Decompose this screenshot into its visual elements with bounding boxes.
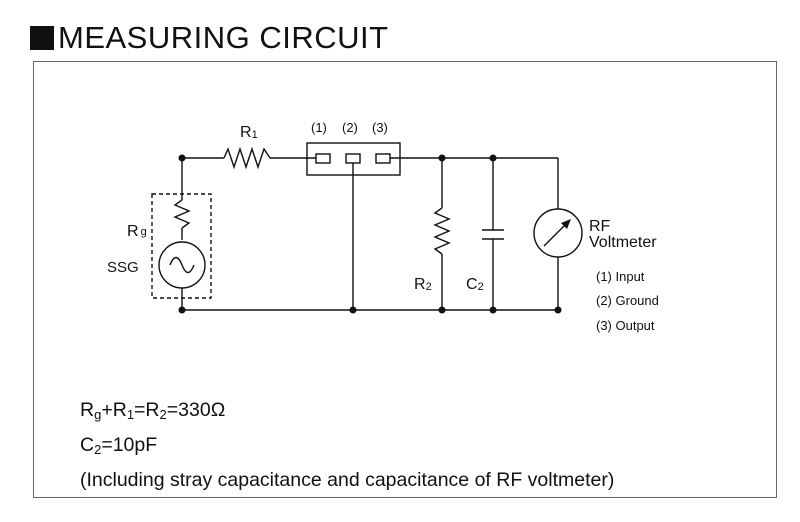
c2-label: C2 — [466, 276, 484, 293]
pin-3 — [375, 153, 391, 164]
junction-dot — [438, 306, 446, 314]
sine-icon — [169, 256, 195, 274]
junction-dot — [489, 154, 497, 162]
pin-3-label: (3) — [372, 120, 388, 135]
pin-1-label: (1) — [311, 120, 327, 135]
pin-1 — [315, 153, 331, 164]
r2-label: R2 — [414, 276, 432, 293]
condition-resistance: Rg+R1=R2=330Ω — [80, 399, 226, 422]
junction-dot — [178, 306, 186, 314]
junction-dot — [349, 306, 357, 314]
ssg-label: SSG — [107, 259, 139, 276]
meter-arrow-icon — [561, 219, 571, 229]
section-heading: MEASURING CIRCUIT — [30, 18, 389, 58]
condition-capacitance: C2=10pF — [80, 434, 158, 457]
legend-input: (1) Input — [596, 269, 645, 284]
pin-2 — [345, 153, 361, 164]
junction-dot — [438, 154, 446, 162]
r1-label: R1 — [240, 124, 258, 141]
heading-square-icon — [30, 26, 54, 50]
diagram-frame — [33, 61, 777, 498]
junction-dot — [554, 306, 562, 314]
junction-dot — [178, 154, 186, 162]
pin-2-label: (2) — [342, 120, 358, 135]
rf-label: RF — [589, 218, 611, 235]
r1-resistor — [223, 146, 271, 170]
r2-resistor — [433, 207, 451, 255]
junction-dot — [489, 306, 497, 314]
rg-resistor — [173, 199, 191, 229]
ssg-enclosure — [151, 193, 212, 299]
page-title: MEASURING CIRCUIT — [58, 20, 389, 55]
legend-ground: (2) Ground — [596, 293, 659, 308]
legend-output: (3) Output — [596, 318, 655, 333]
rf-voltmeter — [533, 208, 583, 258]
condition-note: (Including stray capacitance and capacit… — [80, 469, 615, 491]
voltmeter-label: Voltmeter — [589, 234, 657, 251]
conditions-block: Rg+R1=R2=330Ω C2=10pF (Including stray c… — [80, 395, 614, 495]
